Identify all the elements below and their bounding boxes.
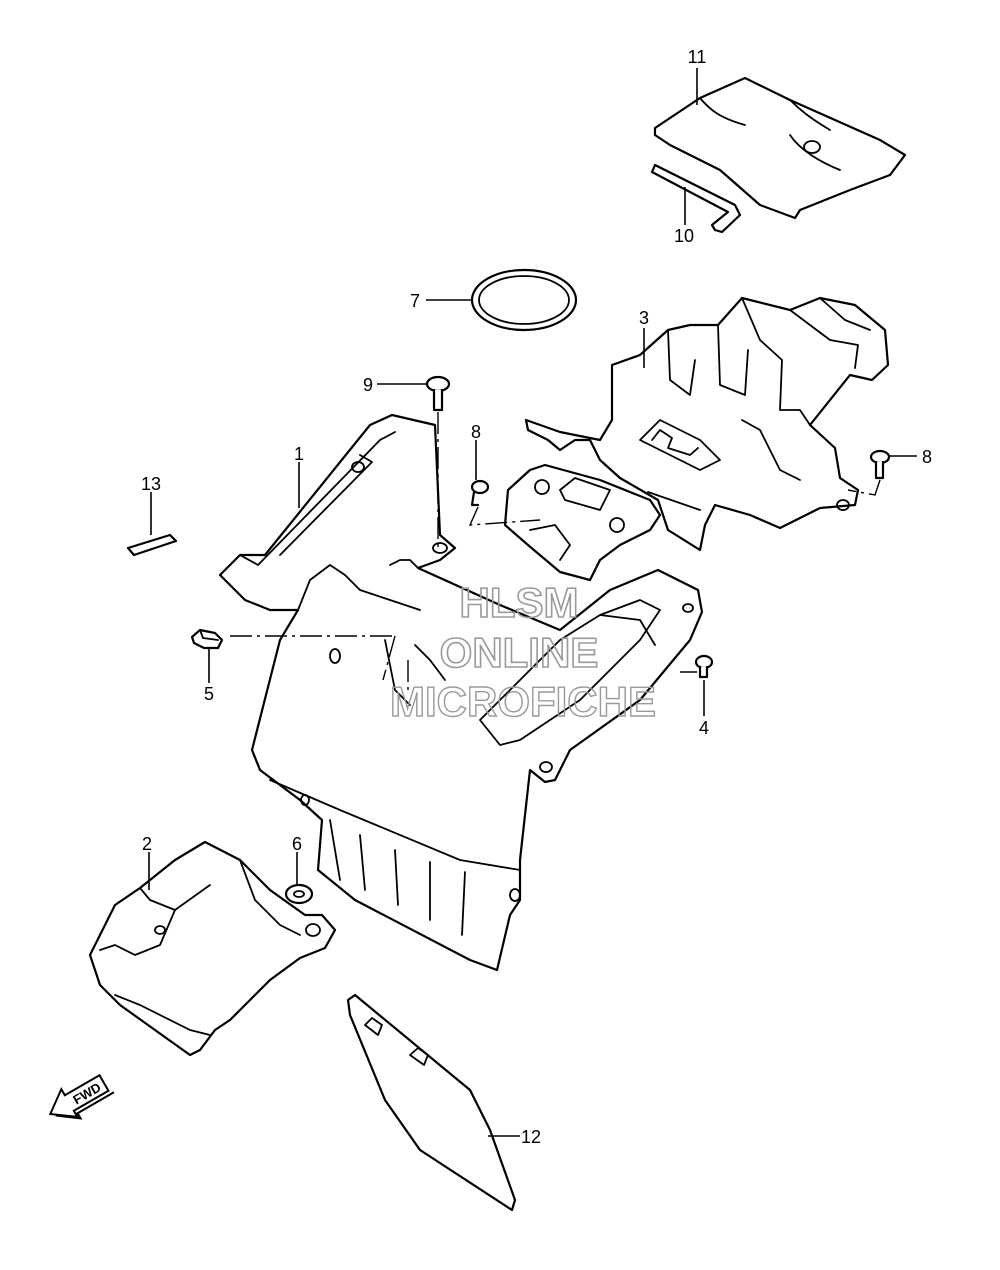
callout-10: 10 — [674, 226, 694, 246]
part-1-rear-fender — [218, 413, 704, 972]
callout-8-right: 8 — [922, 447, 932, 467]
watermark: HLSM ONLINE MICROFICHE — [389, 578, 656, 726]
callout-5: 5 — [204, 684, 214, 704]
callout-1: 1 — [294, 444, 304, 464]
assembly-lines — [230, 412, 881, 690]
callout-6: 6 — [292, 834, 302, 854]
part-3-latch-plate — [503, 463, 662, 582]
part-2-cover — [88, 840, 337, 1057]
callout-2: 2 — [142, 834, 152, 854]
callout-8-left: 8 — [471, 422, 481, 442]
callout-11: 11 — [688, 47, 707, 67]
callout-3: 3 — [639, 308, 649, 328]
callout-labels: 1 2 3 4 5 6 7 8 8 9 10 11 12 13 — [141, 47, 932, 1147]
callout-9: 9 — [363, 375, 373, 395]
callout-7: 7 — [410, 291, 420, 311]
leader-lines — [148, 68, 917, 1137]
callout-4: 4 — [699, 718, 709, 738]
callout-13: 13 — [141, 474, 161, 494]
part-5-nut — [190, 628, 224, 650]
watermark-line-3: MICROFICHE — [390, 678, 656, 725]
part-9-bolt — [425, 375, 451, 412]
watermark-line-2: ONLINE — [440, 629, 599, 676]
part-12-flap — [346, 993, 517, 1212]
callout-12: 12 — [521, 1127, 541, 1147]
part-10-hex-wrench — [650, 163, 742, 234]
watermark-line-1: HLSM — [460, 579, 579, 626]
part-11-cover — [653, 76, 907, 220]
part-8-screw-left — [470, 479, 490, 507]
fwd-arrow: FWD — [48, 1073, 115, 1120]
part-4-screw — [694, 654, 714, 679]
part-6-washer — [284, 883, 314, 905]
part-7-ring — [470, 268, 578, 332]
part-3-bracket — [524, 296, 890, 552]
part-13-pad — [126, 533, 178, 557]
part-8-screw-right — [869, 449, 891, 480]
